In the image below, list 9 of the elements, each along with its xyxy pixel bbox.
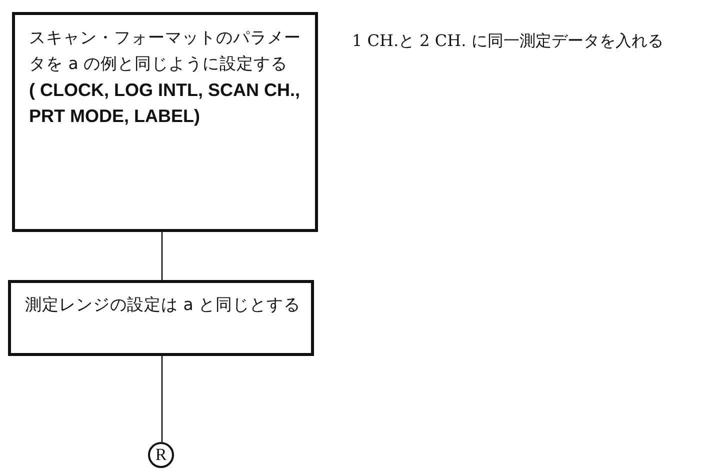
process-box	[8, 280, 314, 356]
connector-circle: R	[148, 442, 174, 468]
connector-line	[161, 232, 163, 280]
step-text: 測定レンジの設定は a と同じとする	[25, 294, 301, 316]
note-text: 1 CH.と 2 CH. に同一測定データを入れる	[352, 30, 664, 52]
connector-line	[161, 356, 163, 442]
parameter-list: ( CLOCK, LOG INTL, SCAN CH., PRT MODE, LABEL)	[29, 77, 305, 129]
step-text: スキャン・フォーマットのパラメータを a の例と同じように設定する	[29, 27, 302, 75]
process-box	[12, 12, 318, 232]
